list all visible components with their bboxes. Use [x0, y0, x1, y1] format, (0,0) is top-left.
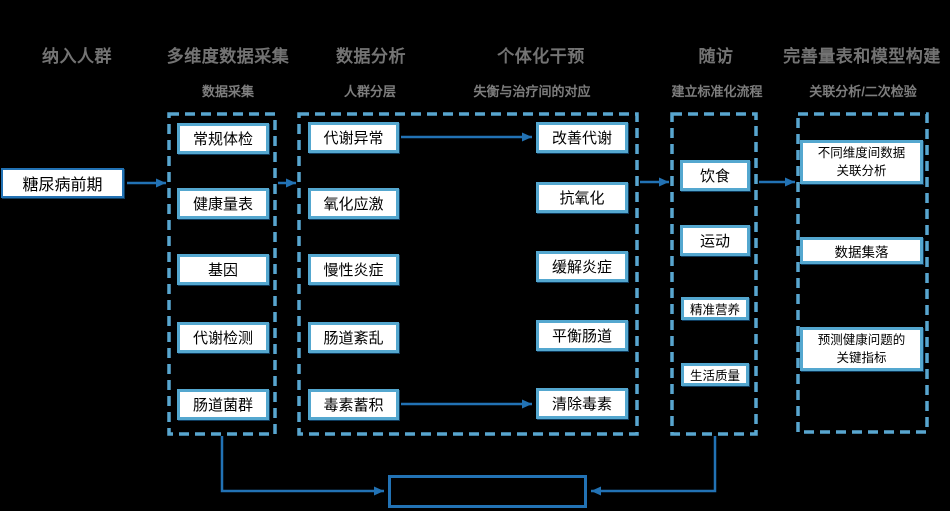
stage-subtitle-stratification: 人群分层	[343, 84, 397, 99]
node-gut-microbiota: 肠道菌群	[177, 389, 269, 420]
node-metabolic-testing: 代谢检测	[177, 322, 269, 353]
node-improve-metabolism: 改善代谢	[536, 122, 628, 153]
stage-title-multidim-data-collection: 多维度数据采集	[166, 47, 290, 66]
node-metabolic-abnormality: 代谢异常	[308, 122, 399, 153]
stage-subtitle-data-collection: 数据采集	[201, 84, 255, 99]
stage-subtitle-correlation-recheck: 关联分析/二次检验	[809, 84, 917, 99]
arrow-followup-to-summary	[591, 436, 717, 496]
node-relieve-inflammation: 缓解炎症	[536, 251, 628, 282]
node-routine-physical: 常规体检	[177, 123, 269, 154]
node-health-scale: 健康量表	[177, 188, 269, 219]
node-prediabetes: 糖尿病前期	[1, 168, 124, 198]
model-group-border	[796, 112, 929, 434]
node-exercise: 运动	[680, 225, 750, 256]
node-precision-nutrition: 精准营养	[681, 297, 749, 320]
node-toxin-accumulation: 毒素蓄积	[308, 389, 399, 420]
stage-title-followup: 随访	[698, 47, 734, 66]
stage-title-enrolled-population: 纳入人群	[42, 47, 112, 66]
stage-title-model-building: 完善量表和模型构建	[783, 47, 941, 66]
stage-subtitle-imbalance-treatment: 失衡与治疗间的对应	[473, 84, 591, 99]
node-oxidative-stress: 氧化应激	[308, 188, 399, 219]
node-gut-disorder: 肠道紊乱	[308, 322, 399, 353]
stage-title-data-analysis: 数据分析	[336, 47, 406, 66]
stage-title-personalized-intervention: 个体化干预	[497, 47, 585, 66]
node-data-clusters: 数据集落	[800, 237, 923, 264]
node-quality-of-life: 生活质量	[681, 363, 749, 386]
node-key-predictive-indicators: 预测健康问题的 关键指标	[800, 327, 923, 371]
node-gene: 基因	[177, 254, 269, 285]
analysis-intervention-group-border	[297, 112, 639, 436]
summary-box	[388, 475, 587, 508]
node-clear-toxins: 清除毒素	[536, 388, 628, 419]
stage-subtitle-standardized-process: 建立标准化流程	[671, 84, 763, 99]
node-diet: 饮食	[680, 160, 750, 191]
arrow-collection-to-summary	[220, 436, 384, 496]
node-balance-gut: 平衡肠道	[536, 320, 628, 351]
node-antioxidation: 抗氧化	[536, 182, 628, 213]
collection-group-border	[167, 112, 277, 436]
node-cross-dimension-correlation: 不同维度间数据 关联分析	[800, 140, 923, 184]
followup-group-border	[670, 112, 758, 436]
node-chronic-inflammation: 慢性炎症	[308, 254, 399, 285]
